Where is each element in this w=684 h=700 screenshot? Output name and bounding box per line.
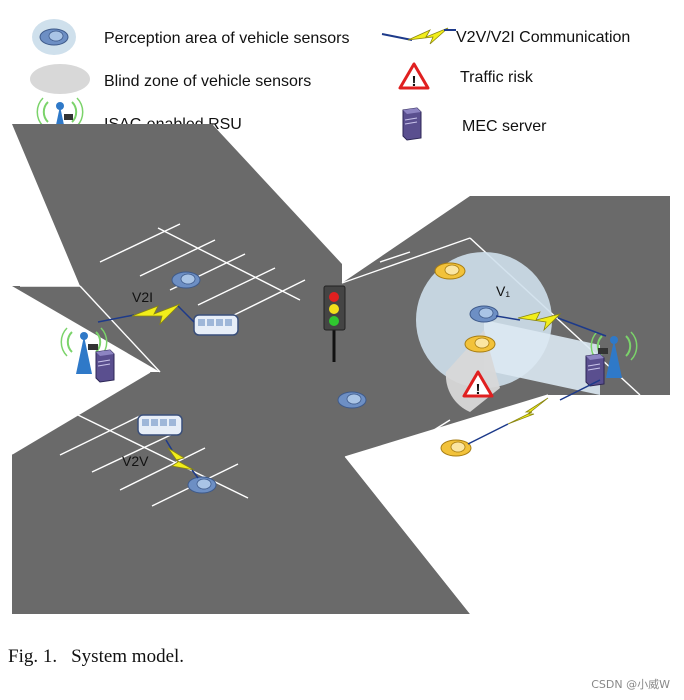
car-v1-icon xyxy=(469,305,499,323)
perception-legend-label: Perception area of vehicle sensors xyxy=(104,30,349,47)
traffic-light xyxy=(323,285,346,362)
watermark: CSDN @小威W xyxy=(591,678,670,691)
server-tower-icon xyxy=(402,107,422,141)
svg-text:!: ! xyxy=(476,381,481,398)
blind-zone-legend-label: Blind zone of vehicle sensors xyxy=(104,73,311,90)
taxi-icon xyxy=(440,439,472,457)
risk-legend-label: Traffic risk xyxy=(460,69,534,86)
rsu-left xyxy=(60,327,115,383)
communication-links xyxy=(97,303,607,479)
v2i-label: V2I xyxy=(132,289,153,305)
perception-legend-icon xyxy=(32,19,76,55)
mec-legend-label: MEC server xyxy=(462,118,547,135)
figure-caption: Fig. 1. System model. xyxy=(8,646,184,668)
legend: Perception area of vehicle sensors Blind… xyxy=(30,19,630,145)
bus-icon xyxy=(193,314,239,336)
rsu-right xyxy=(585,331,638,387)
bus-icon xyxy=(137,414,183,436)
car-icon xyxy=(337,391,367,409)
figure-title: System model. xyxy=(71,646,185,667)
intersection-road xyxy=(11,124,670,614)
traffic-risk-marker: ! xyxy=(462,370,494,398)
lightning-link-icon xyxy=(381,27,456,45)
rsu-legend-icon xyxy=(36,97,84,145)
blind-zone-legend-icon xyxy=(30,64,90,94)
v1-label: V₁ xyxy=(496,283,510,299)
road-surface xyxy=(12,124,670,614)
car-icon xyxy=(171,271,201,289)
taxi-icon xyxy=(434,262,466,280)
taxi-icon xyxy=(464,335,496,353)
figure-number: Fig. 1. xyxy=(8,646,58,667)
car-icon xyxy=(187,476,217,494)
svg-text:!: ! xyxy=(412,73,417,90)
warning-triangle-icon: ! xyxy=(398,62,430,90)
v2v-label: V2V xyxy=(122,453,149,469)
communication-legend-label: V2V/V2I Communication xyxy=(456,29,630,46)
